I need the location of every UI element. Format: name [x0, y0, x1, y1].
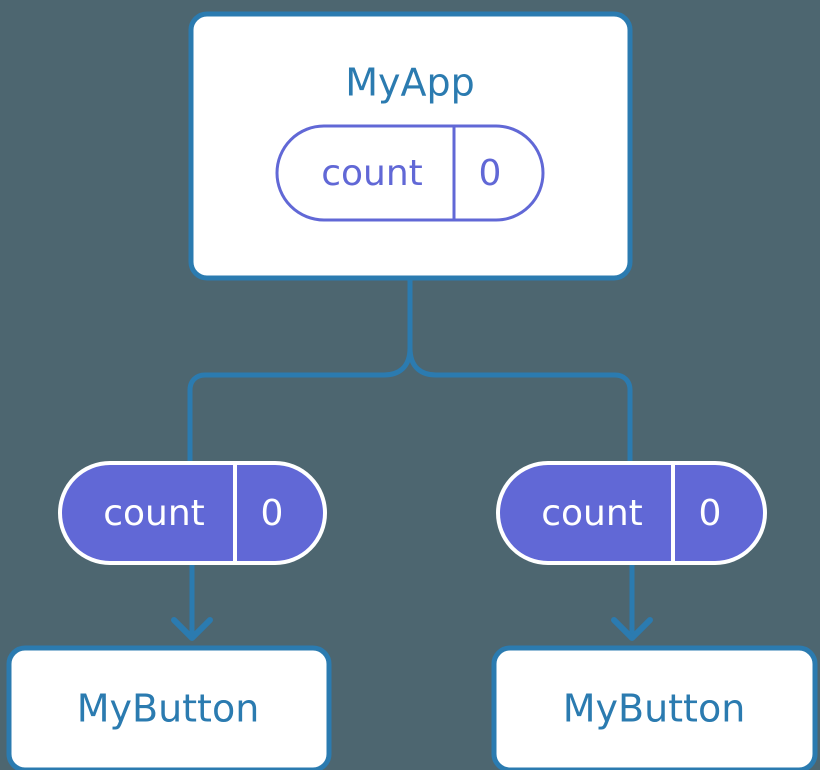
- node-myapp[interactable]: MyApp count 0: [188, 11, 633, 281]
- child-right-state-key: count: [541, 493, 643, 534]
- child-left-state-value: 0: [261, 493, 284, 534]
- parent-to-children-connector: [187, 275, 633, 465]
- myapp-state-key: count: [321, 153, 423, 194]
- child-left-label: MyButton: [77, 687, 260, 731]
- child-right-state-pill-body: [496, 461, 767, 565]
- child-left-state-key: count: [103, 493, 205, 534]
- node-child-left[interactable]: count 0 MyButton: [6, 461, 332, 770]
- myapp-state-pill-body: [275, 124, 545, 222]
- myapp-label: MyApp: [345, 61, 475, 105]
- child-right-label: MyButton: [563, 687, 746, 731]
- child-right-card[interactable]: [491, 645, 818, 770]
- myapp-state-value: 0: [479, 153, 502, 194]
- myapp-state-pill[interactable]: count 0: [275, 124, 545, 222]
- child-right-state-value: 0: [699, 493, 722, 534]
- prop-arrow-right: [611, 562, 653, 641]
- child-left-state-pill-body: [58, 461, 327, 565]
- child-right-state-pill[interactable]: count 0: [496, 461, 767, 565]
- prop-arrow-left: [171, 562, 213, 641]
- child-left-state-pill[interactable]: count 0: [58, 461, 327, 565]
- node-child-right[interactable]: count 0 MyButton: [491, 461, 818, 770]
- child-left-card[interactable]: [6, 645, 332, 770]
